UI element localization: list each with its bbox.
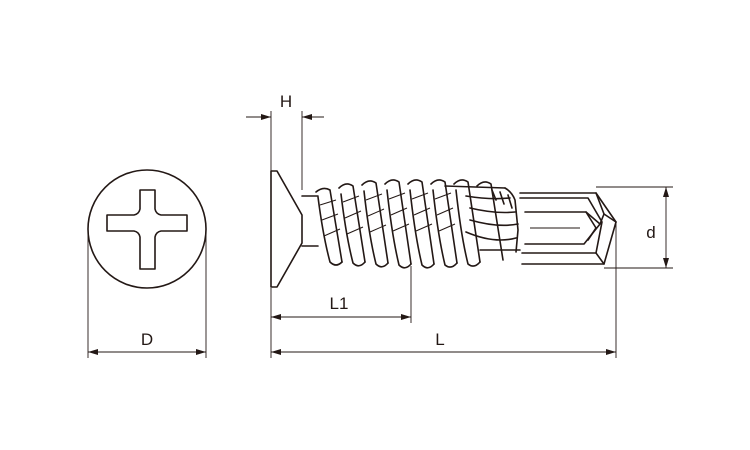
- head-end-view: [87, 169, 207, 289]
- screw-side-view: [270, 170, 617, 288]
- dimension-d-head: D: [87, 229, 207, 358]
- countersunk-head: [270, 170, 303, 288]
- dimension-h: H: [246, 92, 324, 190]
- thread-section: [315, 179, 521, 269]
- phillips-cross-recess: [106, 189, 188, 270]
- dimension-h-label: H: [280, 92, 292, 111]
- dimension-l1: L1: [270, 266, 412, 358]
- dimension-l: L: [271, 222, 617, 358]
- dimension-small-d-label: d: [646, 223, 655, 242]
- dimension-l1-label: L1: [330, 294, 349, 313]
- dimension-d-label: D: [141, 330, 153, 349]
- dimension-l-label: L: [435, 330, 444, 349]
- drill-point: [519, 192, 617, 265]
- head-outline-circle: [87, 169, 207, 289]
- dimension-d-drill: d: [596, 186, 673, 269]
